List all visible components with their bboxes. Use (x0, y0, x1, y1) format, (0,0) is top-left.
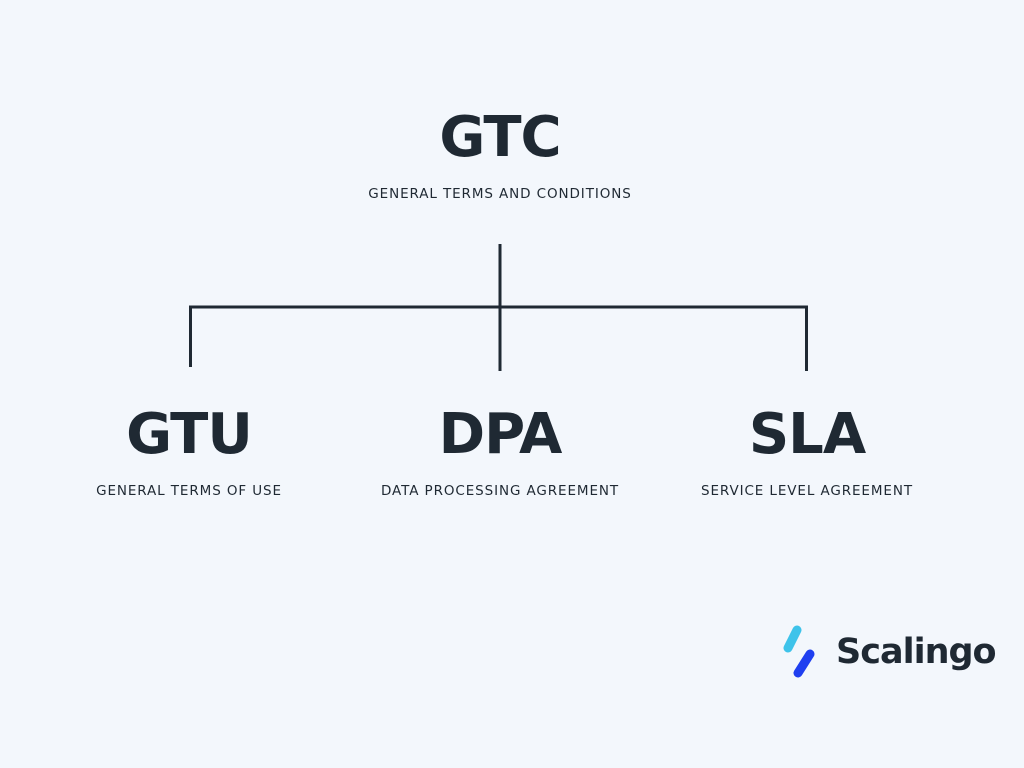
child-full-name-sla: SERVICE LEVEL AGREEMENT (701, 483, 913, 499)
child-abbreviation-gtu: GTU (126, 402, 253, 467)
brand-logo: Scalingo (780, 624, 997, 680)
root-abbreviation: GTC (439, 105, 561, 170)
child-abbreviation-dpa: DPA (438, 402, 563, 467)
child-abbreviation-sla: SLA (748, 402, 866, 467)
child-full-name-dpa: DATA PROCESSING AGREEMENT (380, 483, 620, 499)
child-full-name-gtu: GENERAL TERMS OF USE (96, 483, 282, 499)
scalingo-logo-icon (783, 625, 815, 678)
brand-name: Scalingo (836, 631, 997, 672)
root-full-name: GENERAL TERMS AND CONDITIONS (368, 186, 632, 202)
